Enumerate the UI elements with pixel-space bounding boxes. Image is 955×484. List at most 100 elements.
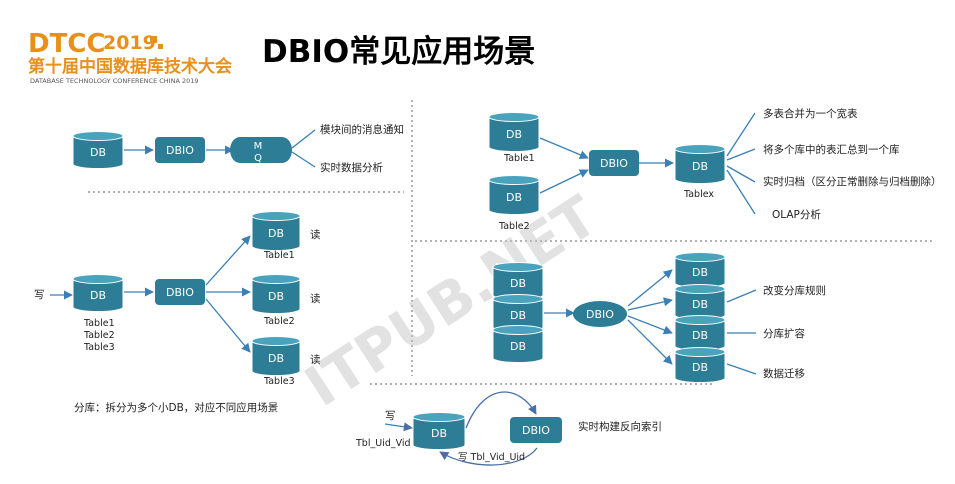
s2-target-table-3: Table3 xyxy=(263,376,295,387)
arrow-s5-write xyxy=(384,422,413,432)
s1-mq-label-1: M xyxy=(254,141,263,152)
s4-output-2: 分库扩容 xyxy=(763,327,805,340)
s2-target-db-3-top xyxy=(251,336,301,346)
line-s4-out1 xyxy=(726,289,757,303)
arrow-dbio-to-table3 xyxy=(205,298,251,353)
s2-source-table-2: Table2 xyxy=(83,330,115,341)
conference-logo: DTCC 2019 第十届中国数据库技术大会 DATABASE TECHNOLO… xyxy=(28,29,232,85)
line-mq-out2 xyxy=(291,151,316,168)
s2-target-db-1-body xyxy=(251,215,301,251)
s4-source-db-1: DB xyxy=(492,262,544,300)
arrow-dbio-to-table1 xyxy=(205,235,251,286)
s1-output-1: 模块间的消息通知 xyxy=(320,123,404,136)
s3-dbio-node-label: DBIO xyxy=(600,157,628,170)
section-dividers xyxy=(88,100,935,385)
s2-source-db-cylinder-top xyxy=(72,274,124,284)
s2-read-2: 读 xyxy=(310,292,321,305)
s2-target-table-2: Table2 xyxy=(263,316,295,327)
arrow-s5-dbio-to-db xyxy=(439,447,538,466)
s3-source-db-1-label: DB xyxy=(506,128,522,141)
s2-target-db-1-label: DB xyxy=(268,227,284,240)
s4-source-db-2-label: DB xyxy=(510,309,526,322)
s4-target-db-4: DB xyxy=(674,347,726,383)
s4-dbio-node: DBIO xyxy=(573,301,627,327)
s4-source-db-2-top xyxy=(492,294,544,304)
s2-source-db-cylinder-body xyxy=(72,278,124,312)
s4-source-db-1-top xyxy=(492,262,544,272)
s5-write-bottom: 写 Tbl_Vid_Uid xyxy=(458,452,525,463)
connectors xyxy=(50,112,757,466)
line-tablex-out4 xyxy=(726,169,756,215)
s1-dbio-node: DBIO xyxy=(155,137,205,163)
s2-read-3: 读 xyxy=(310,353,321,366)
s3-output-2: 将多个库中的表汇总到一个库 xyxy=(763,143,900,156)
s2-target-db-3-body xyxy=(251,340,301,376)
s2-source-table-3: Table3 xyxy=(83,342,115,353)
s3-output-3: 实时归档（区分正常删除与归档删除） xyxy=(763,175,942,188)
s4-source-db-3-body xyxy=(492,329,544,363)
s2-source-db-cylinder: DB xyxy=(72,274,124,312)
line-tablex-out3 xyxy=(726,165,756,183)
s5-dbio-node-label: DBIO xyxy=(522,424,550,437)
s5-db-cylinder-top xyxy=(412,412,466,422)
s5-db-table: Tbl_Uid_Vid xyxy=(355,438,411,449)
s3-source-db-1-body xyxy=(488,116,540,152)
s5-db-cylinder-body xyxy=(412,416,466,450)
arrow-s3-table2-to-dbio xyxy=(539,169,589,194)
logo-square-small-icon xyxy=(158,44,163,49)
s4-target-db-4-top xyxy=(674,347,726,357)
s5-dbio-node: DBIO xyxy=(510,417,562,443)
s1-db-cylinder: DB xyxy=(72,131,124,169)
s2-target-db-2-top xyxy=(251,274,301,284)
s5-dbio-node-box xyxy=(510,417,562,443)
logo-square-icon xyxy=(150,36,157,43)
s1-mq-shape xyxy=(230,137,292,163)
s2-write-label: 写 xyxy=(34,289,45,301)
s4-dbio-node-shape xyxy=(573,301,627,327)
s3-source-db-2-label: DB xyxy=(506,191,522,204)
s2-dbio-node-box xyxy=(155,279,205,305)
logo-year: 2019 xyxy=(103,32,156,54)
s2-target-db-2-label: DB xyxy=(268,290,284,303)
s3-source-table-2: Table2 xyxy=(498,221,530,232)
s4-source-db-1-label: DB xyxy=(510,277,526,290)
s3-source-db-2-top xyxy=(488,175,540,185)
s4-target-db-4-label: DB xyxy=(692,361,708,374)
s2-target-db-1-top xyxy=(251,211,301,221)
s4-source-db-3-top xyxy=(492,325,544,335)
arrow-s4-dbio-to-db1 xyxy=(627,269,673,307)
s4-source-db-3: DB xyxy=(492,325,544,363)
s2-target-table-1: Table1 xyxy=(263,250,295,261)
arrow-s4-dbio-to-db4 xyxy=(627,319,673,365)
s4-output-3: 数据迁移 xyxy=(763,367,805,380)
conference-name-cn: 第十届中国数据库技术大会 xyxy=(28,56,232,77)
s2-dbio-node: DBIO xyxy=(155,279,205,305)
s3-source-db-1-top xyxy=(488,112,540,122)
s4-target-db-3-top xyxy=(674,315,726,325)
s1-mq-label-2: Q xyxy=(254,153,262,164)
s5-write-top: 写 xyxy=(385,410,396,422)
arrow-s5-db-to-dbio xyxy=(465,391,537,429)
arrow-s4-dbio-to-db3 xyxy=(627,315,673,335)
s2-target-db-3-label: DB xyxy=(268,352,284,365)
s3-target-db-top xyxy=(674,144,726,154)
s5-db-cylinder-label: DB xyxy=(431,427,447,440)
s2-source-table-1: Table1 xyxy=(83,318,115,329)
s3-source-db-1: DB xyxy=(488,112,540,152)
s2-read-1: 读 xyxy=(310,228,321,241)
s1-output-2: 实时数据分析 xyxy=(320,161,383,174)
s1-db-cylinder-top xyxy=(72,131,124,141)
s2-source-db-cylinder-label: DB xyxy=(90,289,106,302)
s3-target-db: DB xyxy=(674,144,726,184)
s2-target-db-2: DB xyxy=(251,274,301,314)
s2-caption: 分库：拆分为多个小DB，对应不同应用场景 xyxy=(74,401,278,414)
s3-source-db-2: DB xyxy=(488,175,540,215)
line-mq-out1 xyxy=(291,129,316,149)
logo-main: DTCC xyxy=(28,29,105,59)
s4-target-db-3: DB xyxy=(674,315,726,351)
s5-caption: 实时构建反向索引 xyxy=(578,420,662,433)
s3-dbio-node-box xyxy=(589,150,639,176)
s4-output-1: 改变分库规则 xyxy=(763,284,826,297)
